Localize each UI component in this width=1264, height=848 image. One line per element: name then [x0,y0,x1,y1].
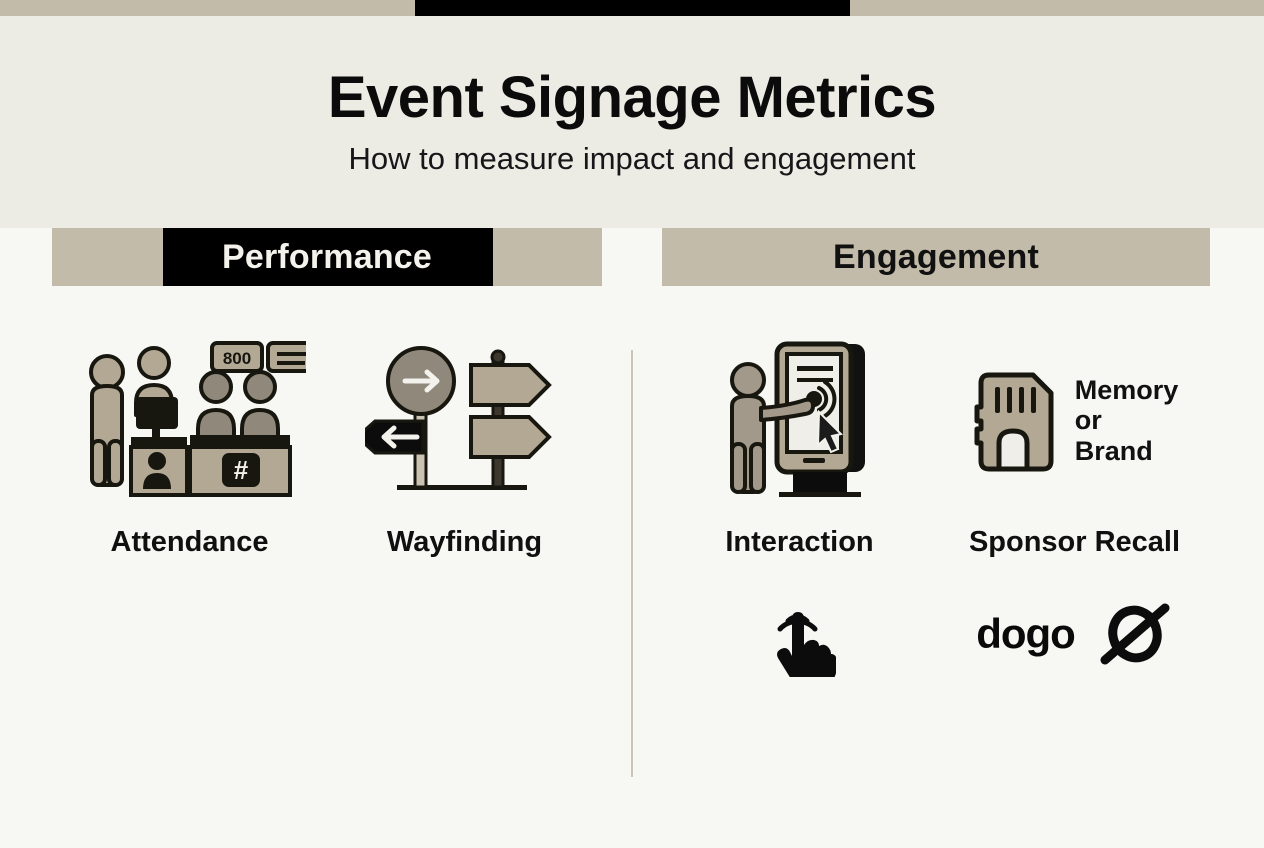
sponsor-recall-icon-box: Memory or Brand [971,333,1179,508]
abstract-slashed-oval-logo [1100,603,1170,665]
header-band: Event Signage Metrics How to measure imp… [0,16,1264,228]
interaction-icon-box [715,333,885,508]
page-title: Event Signage Metrics [327,64,937,130]
svg-text:#: # [233,455,248,485]
sponsor-logos-row: dogo [976,589,1173,679]
top-accent-strip-black-block [415,0,850,16]
metric-label-interaction: Interaction [725,526,874,558]
person-touching-kiosk-icon [729,341,865,497]
wayfinding-icon-box [364,333,565,508]
attendance-icon-box: # 800 [74,333,306,508]
memory-card-caption: Memory or Brand [1075,375,1179,466]
column-divider [631,350,633,777]
metric-label-attendance: Attendance [110,526,269,558]
metric-label-wayfinding: Wayfinding [386,526,543,558]
metric-label-sponsor-recall: Sponsor Recall [968,526,1181,558]
column-performance: Performance [52,228,602,558]
content-area: Performance [0,228,1264,848]
metric-item-wayfinding[interactable]: Wayfinding [327,333,602,559]
tap-gesture-icon [776,612,836,677]
section-title-performance: Performance [221,237,433,276]
memory-caption-line-1: Memory [1074,375,1179,406]
section-header-highlight-block [163,228,493,286]
sponsor-logo-dogo: dogo [976,610,1076,657]
page-subtitle: How to measure impact and engagement [348,141,916,177]
item-row-performance: # 800 Attendance [52,333,602,559]
memory-caption-line-2: or [1074,405,1102,436]
interaction-sub-mark [764,589,836,679]
top-accent-strip [0,0,1264,16]
directional-signpost-arrows-icon [364,345,552,490]
section-header-engagement: Engagement [662,228,1210,286]
section-header-performance: Performance [52,228,602,286]
memory-card-icon [974,372,1054,471]
section-title-engagement: Engagement [832,237,1040,276]
item-row-engagement: Interaction [662,333,1212,679]
column-engagement: Engagement [662,228,1212,677]
metric-item-attendance[interactable]: # 800 Attendance [52,333,327,559]
memory-card-row: Memory or Brand [971,369,1179,473]
metric-item-interaction[interactable]: Interaction [662,333,937,679]
svg-text:800: 800 [222,349,250,368]
metric-item-sponsor-recall[interactable]: Memory or Brand Sponsor Recall dogo [937,333,1212,679]
memory-caption-line-3: Brand [1074,435,1153,466]
reception-desk-people-counter-icon: # 800 [88,340,306,497]
